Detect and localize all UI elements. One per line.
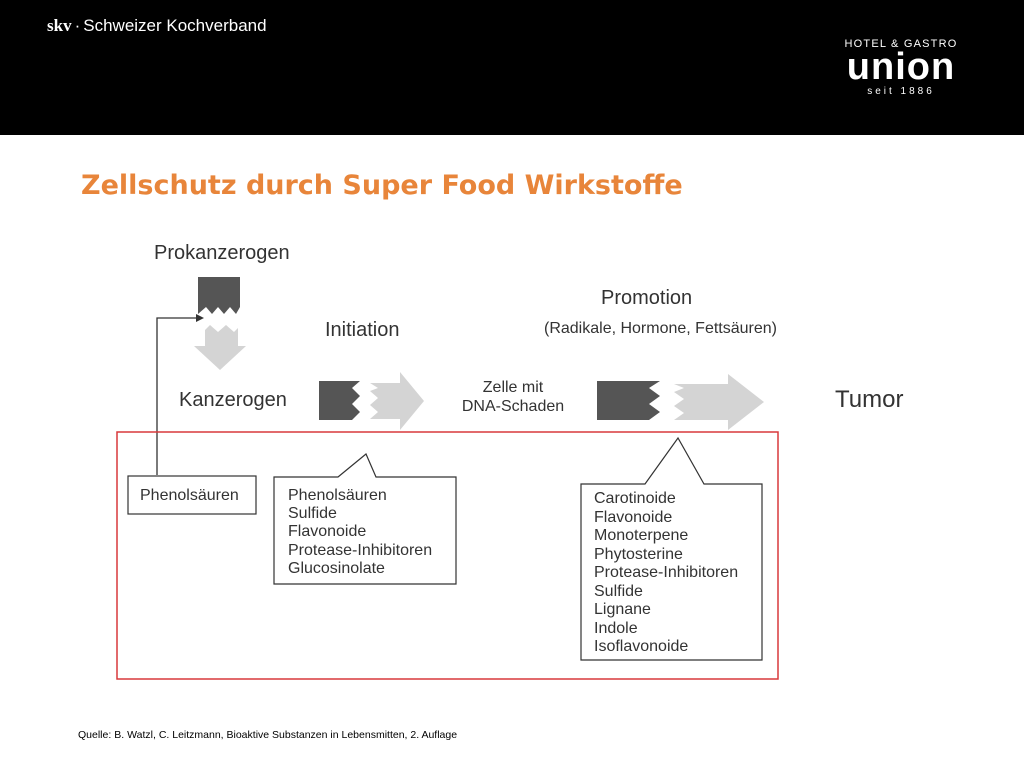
list-item: Phenolsäuren [288,487,387,504]
source-citation: Quelle:B. Watzl, C. Leitzmann, Bioaktive… [78,729,457,741]
inhibitor-box-right: Carotinoide Flavonoide Monoterpene Phyto… [580,436,763,661]
list-item: Protease-Inhibitoren [288,542,432,559]
list-item: Lignane [594,601,651,618]
label-kanzerogen: Kanzerogen [179,389,287,411]
label-zelle-line1: Zelle mit [483,379,544,396]
label-initiation: Initiation [325,319,400,341]
org-dot: · [74,16,81,35]
list-item: Protease-Inhibitoren [594,564,738,581]
org-full-name: Schweizer Kochverband [83,16,267,35]
source-label: Quelle: [78,729,112,741]
initiation-arrow [370,372,424,430]
promotion-arrow [674,374,764,430]
inhibitor-box-middle: Phenolsäuren Sulfide Flavonoide Protease… [273,453,457,585]
list-item: Isoflavonoide [594,638,688,655]
label-tumor: Tumor [835,386,903,413]
label-promotion: Promotion [601,287,692,309]
org-name: skv·Schweizer Kochverband [47,16,267,36]
promotion-block [597,381,660,420]
logo-sub-text: seit 1886 [867,86,935,97]
list-item: Phytosterine [594,546,683,563]
prokanzerogen-block [198,277,240,314]
activation-down-arrow [194,325,246,370]
inhibitor-box-left: Phenolsäuren [127,475,257,515]
diagram-labels: Prokanzerogen Initiation Kanzerogen Zell… [154,242,903,415]
list-item: Sulfide [594,583,643,600]
list-item: Flavonoide [594,509,672,526]
label-promotion-factors: (Radikale, Hormone, Fettsäuren) [544,320,777,337]
list-item: Monoterpene [594,527,688,544]
source-text: B. Watzl, C. Leitzmann, Bioaktive Substa… [114,729,458,741]
label-zelle-line2: DNA-Schaden [462,398,564,415]
logo-top-text: HOTEL & GASTRO [844,38,958,50]
inhibitor-list-middle: Phenolsäuren Sulfide Flavonoide Protease… [288,487,432,577]
list-item: Glucosinolate [288,560,385,577]
initiation-block [319,381,360,420]
slide-title: Zellschutz durch Super Food Wirkstoffe [81,170,683,201]
list-item: Sulfide [288,505,337,522]
union-logo: HOTEL & GASTRO union seit 1886 [838,38,964,97]
inhibitor-left-label: Phenolsäuren [140,487,239,504]
inhibitor-list-right: Carotinoide Flavonoide Monoterpene Phyto… [594,490,738,655]
label-prokanzerogen: Prokanzerogen [154,242,290,264]
highlight-frame [116,431,779,680]
header-bar: skv·Schweizer Kochverband HOTEL & GASTRO… [0,0,1024,135]
list-item: Flavonoide [288,523,366,540]
logo-main-text: union [846,46,956,88]
feedback-arrow [156,314,204,475]
list-item: Indole [594,620,638,637]
list-item: Carotinoide [594,490,676,507]
org-abbreviation: skv [47,16,72,35]
